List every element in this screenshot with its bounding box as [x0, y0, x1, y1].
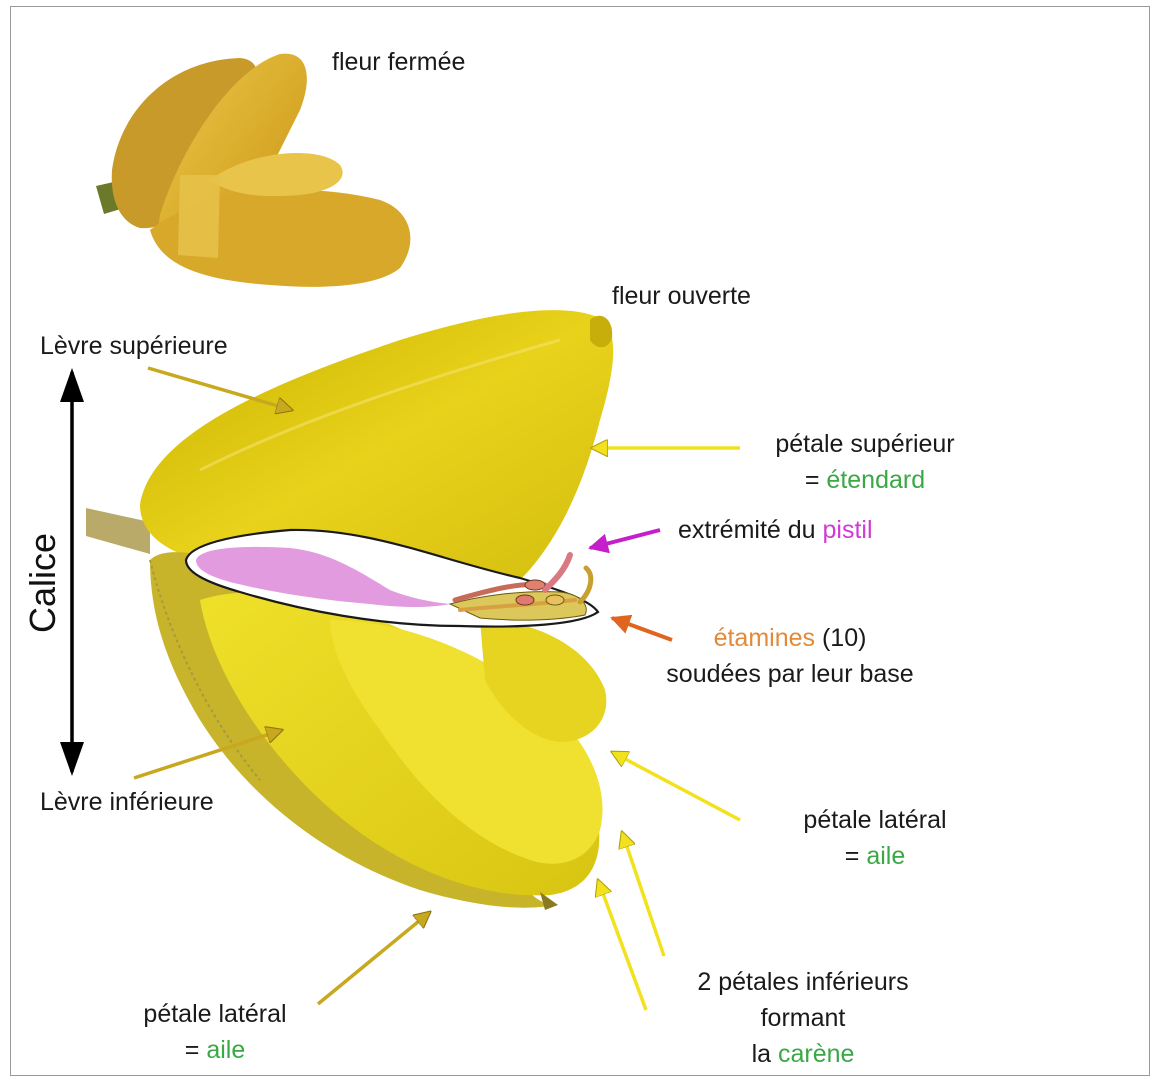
lateral-petal-right-label: pétale latéral = aile [760, 802, 990, 874]
keel-arrow-1 [622, 832, 664, 956]
open-flower-image [140, 310, 613, 910]
lateral-petal-right-term: aile [866, 842, 905, 870]
pistil-arrow [590, 530, 660, 548]
stamens-label: étamines (10) soudées par leur base [630, 620, 950, 692]
pistil-term: pistil [823, 516, 873, 544]
open-flower-label: fleur ouverte [612, 278, 751, 314]
pistil-text: extrémité du [678, 516, 823, 544]
stamens-line2: soudées par leur base [630, 656, 950, 692]
lower-petals-prefix: la [752, 1040, 778, 1068]
upper-petal-line1: pétale supérieur [730, 426, 1000, 462]
closed-flower-image [96, 54, 410, 287]
wing-left-arrow [318, 912, 430, 1004]
upper-petal-prefix: = [805, 466, 827, 494]
closed-flower-label: fleur fermée [332, 44, 465, 80]
keel-arrow-2 [598, 880, 646, 1010]
pistil-label: extrémité du pistil [678, 512, 873, 548]
lower-petals-line2: formant [658, 1000, 948, 1036]
lower-petals-label: 2 pétales inférieurs formant la carène [658, 964, 948, 1072]
lateral-petal-left-term: aile [206, 1036, 245, 1064]
stamens-count: (10) [815, 624, 866, 652]
lower-petals-term: carène [778, 1040, 854, 1068]
upper-petal-label: pétale supérieur = étendard [730, 426, 1000, 498]
upper-lip-arrow [148, 368, 292, 410]
lateral-petal-left-line1: pétale latéral [100, 996, 330, 1032]
stamens-term: étamines [714, 624, 815, 652]
lower-petals-line1: 2 pétales inférieurs [658, 964, 948, 1000]
calyx-label: Calice [8, 548, 78, 618]
lateral-petal-right-prefix: = [845, 842, 867, 870]
lateral-petal-left-label: pétale latéral = aile [100, 996, 330, 1068]
wing-right-arrow [612, 752, 740, 820]
lateral-petal-right-line1: pétale latéral [760, 802, 990, 838]
upper-lip-label: Lèvre supérieure [40, 328, 228, 364]
lower-lip-label: Lèvre inférieure [40, 784, 214, 820]
upper-petal-term: étendard [826, 466, 925, 494]
stem-image [86, 508, 150, 554]
lateral-petal-left-prefix: = [185, 1036, 207, 1064]
